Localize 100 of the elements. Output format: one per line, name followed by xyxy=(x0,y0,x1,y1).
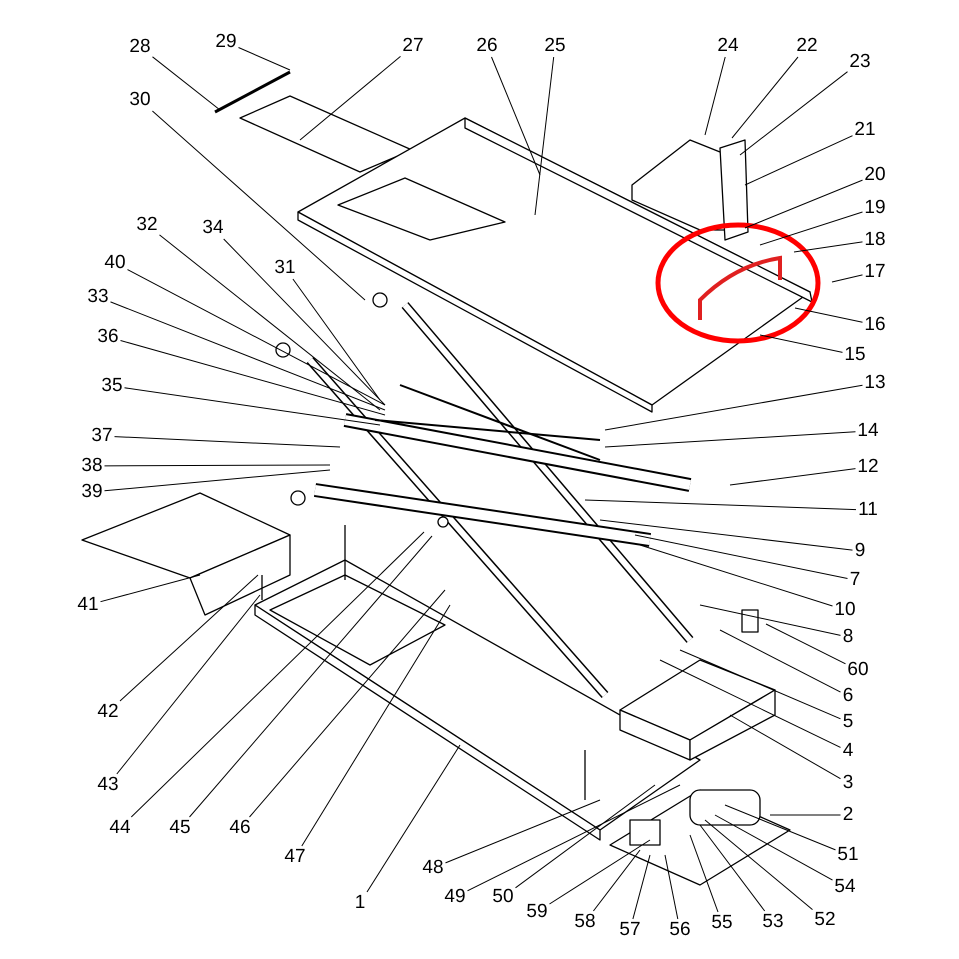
leader-line xyxy=(744,135,853,186)
callout-number: 37 xyxy=(90,426,114,446)
leader-line xyxy=(592,850,640,912)
callout-number: 53 xyxy=(761,912,785,932)
leader-line xyxy=(680,650,841,720)
leader-line xyxy=(114,436,340,448)
callout-number: 4 xyxy=(842,741,854,761)
leader-line xyxy=(604,384,863,430)
leader-line xyxy=(724,804,836,850)
leader-line xyxy=(300,56,401,140)
leader-line xyxy=(104,470,330,492)
leader-line xyxy=(740,71,848,156)
leader-line xyxy=(794,308,863,323)
leader-line xyxy=(549,840,650,904)
leader-line xyxy=(794,241,863,252)
leader-line xyxy=(632,854,650,920)
callout-number: 31 xyxy=(273,258,297,278)
leader-line xyxy=(116,594,260,774)
leader-line xyxy=(664,854,678,920)
callout-number: 43 xyxy=(96,775,120,795)
leader-line xyxy=(152,56,220,110)
leader-line xyxy=(491,56,540,176)
callout-number: 35 xyxy=(100,376,124,396)
leader-line xyxy=(445,800,600,864)
callout-number: 16 xyxy=(863,315,887,335)
callout-number: 5 xyxy=(842,712,854,732)
callout-number: 51 xyxy=(836,845,860,865)
callout-number: 17 xyxy=(863,262,887,282)
callout-number: 27 xyxy=(401,36,425,56)
leader-line xyxy=(223,238,386,406)
leader-line xyxy=(744,180,863,228)
callout-number: 34 xyxy=(201,218,225,238)
leader-line xyxy=(760,212,863,246)
leader-line xyxy=(366,744,460,892)
leader-line xyxy=(714,814,833,881)
leader-line xyxy=(534,56,554,216)
callout-number: 57 xyxy=(618,920,642,940)
callout-number: 55 xyxy=(710,913,734,933)
callout-number: 21 xyxy=(853,120,877,140)
callout-number: 45 xyxy=(168,818,192,838)
leader-line xyxy=(120,340,386,416)
leader-line xyxy=(584,500,856,510)
leader-line xyxy=(700,604,841,636)
leader-line xyxy=(124,387,380,426)
leader-line xyxy=(832,274,863,282)
callout-number: 12 xyxy=(856,457,880,477)
leader-line xyxy=(120,574,258,702)
leader-line xyxy=(301,604,450,846)
callout-number: 59 xyxy=(525,902,549,922)
callout-number: 58 xyxy=(573,912,597,932)
callout-number: 32 xyxy=(135,215,159,235)
callout-number: 54 xyxy=(833,877,857,897)
callout-number: 22 xyxy=(795,36,819,56)
callout-number: 39 xyxy=(80,482,104,502)
callout-number: 60 xyxy=(846,660,870,680)
leader-line xyxy=(249,590,446,818)
leader-line xyxy=(515,784,656,888)
callout-number: 9 xyxy=(854,541,866,561)
callout-number: 10 xyxy=(833,600,857,620)
leader-line xyxy=(104,464,330,466)
leader-line xyxy=(704,820,813,910)
callout-number: 40 xyxy=(103,253,127,273)
callout-number: 24 xyxy=(716,36,740,56)
callout-number: 23 xyxy=(848,52,872,72)
callout-number: 29 xyxy=(214,32,238,52)
callout-number: 14 xyxy=(856,421,880,441)
callout-number: 36 xyxy=(96,327,120,347)
callout-number: 7 xyxy=(848,570,862,590)
leader-line xyxy=(100,574,200,602)
leader-line xyxy=(732,56,798,138)
callout-number: 15 xyxy=(843,345,867,365)
leader-line xyxy=(720,630,841,693)
leader-line xyxy=(730,468,856,486)
leader-line xyxy=(130,532,424,818)
callout-number: 19 xyxy=(863,198,887,218)
callout-number: 20 xyxy=(863,165,887,185)
leader-line xyxy=(700,824,766,912)
leader-line xyxy=(110,301,386,410)
callout-number: 49 xyxy=(443,887,467,907)
leader-line xyxy=(152,110,366,300)
leader-line xyxy=(690,834,718,912)
callout-number: 48 xyxy=(421,858,445,878)
callout-number: 25 xyxy=(543,36,567,56)
callout-number: 33 xyxy=(86,287,110,307)
callout-number: 47 xyxy=(283,847,307,867)
leader-line xyxy=(604,431,856,448)
leader-line xyxy=(467,784,680,892)
leader-line xyxy=(766,624,846,664)
leader-line xyxy=(159,234,380,410)
callout-number: 1 xyxy=(354,893,366,913)
callout-number: 6 xyxy=(842,686,854,706)
leader-line xyxy=(127,269,386,406)
leader-line xyxy=(634,534,848,579)
callout-number: 41 xyxy=(76,595,100,615)
leader-line xyxy=(238,47,290,70)
leader-line xyxy=(640,544,833,606)
callout-number: 2 xyxy=(842,805,854,825)
callout-number: 28 xyxy=(128,37,152,57)
leader-line xyxy=(292,278,380,400)
leader-line xyxy=(704,56,726,136)
